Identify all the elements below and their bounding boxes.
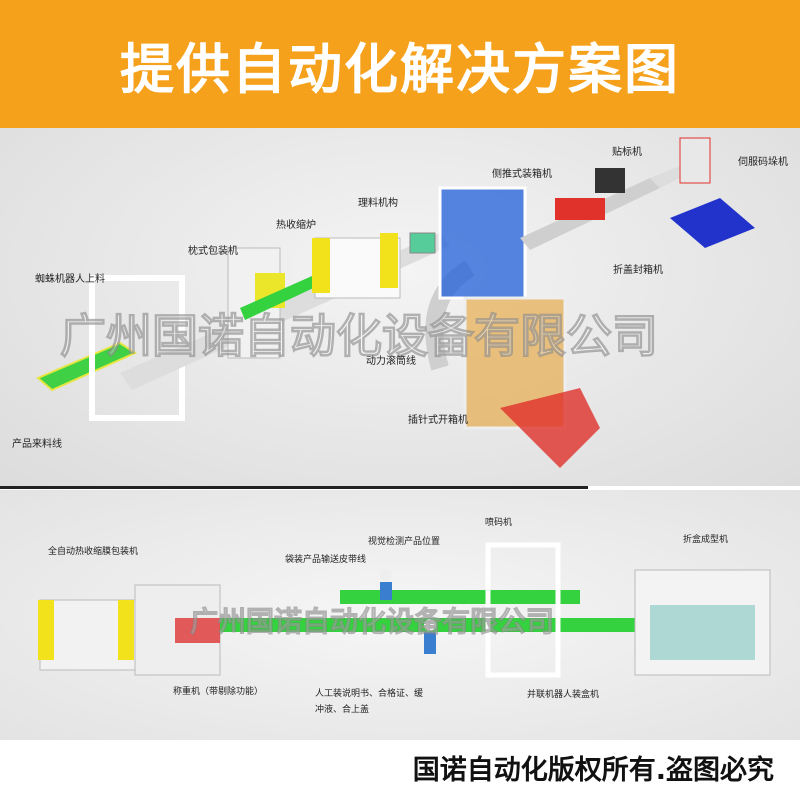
side-push-case-packer (438, 186, 527, 300)
shrink-tunnel-yellow-left (312, 238, 330, 293)
label-arranger: 理料机构 (358, 198, 398, 209)
bottom-line-diagram: 广州国诺自动化设备有限公司 全自动热收缩膜包装机 袋装产品输送皮带线 视觉检测产… (0, 490, 800, 740)
header-banner: 提供自动化解决方案图 (0, 0, 800, 128)
delta-robot-frame (485, 542, 561, 678)
servo-palletizer (679, 137, 711, 184)
bottom-line-illustration (38, 542, 771, 678)
label-shrink-tunnel: 热收缩炉 (276, 220, 316, 231)
worker-2 (424, 632, 436, 654)
label-roller-line: 动力滚筒线 (366, 356, 416, 367)
label-palletizer: 伺服码垛机 (738, 157, 788, 168)
carton-former-windows (650, 605, 755, 660)
label-infeed-line: 产品来料线 (12, 439, 62, 450)
labeler (595, 168, 625, 193)
label-side-push-packer: 侧推式装箱机 (492, 169, 552, 180)
yellow-panel-left (38, 600, 54, 660)
label-manual-1: 人工装说明书、合格证、缓 (315, 689, 424, 699)
label-manual-2: 冲液、合上盖 (315, 705, 370, 715)
top-line-illustration (36, 137, 755, 468)
case-erector-base (500, 388, 600, 468)
label-delta-robot: 并联机器人装盒机 (527, 690, 600, 700)
label-pillow-packer: 枕式包装机 (188, 246, 238, 257)
watermark-bottom: 广州国诺自动化设备有限公司 (189, 605, 555, 639)
yellow-panel-right (118, 600, 134, 660)
worker-2-head (424, 619, 436, 631)
upper-belt (340, 590, 580, 604)
label-checkweigher: 称重机（带剔除功能） (173, 687, 264, 697)
watermark: 广州国诺自动化设备有限公司 (60, 309, 659, 364)
label-carton-former: 折盒成型机 (683, 535, 729, 545)
label-spider-robot: 蜘蛛机器人上料 (35, 274, 105, 285)
label-case-sealer: 折盖封箱机 (613, 265, 663, 276)
label-vision: 视觉检测产品位置 (368, 537, 441, 547)
case-sealer (555, 198, 605, 220)
top-line-diagram: 广州国诺自动化设备有限公司 蜘蛛机器人上料 产品来料线 枕式包装机 热收缩炉 理… (0, 128, 800, 486)
section-divider (0, 486, 588, 489)
material-arranger (409, 232, 436, 254)
worker-1 (380, 582, 392, 600)
sealer-red-plate (175, 618, 220, 643)
label-case-erector: 插针式开箱机 (408, 415, 468, 426)
label-belt-line: 袋装产品输送皮带线 (285, 555, 367, 565)
copyright-footer: 国诺自动化版权所有.盗图必究 (412, 755, 774, 786)
packer-conveyor (240, 268, 335, 320)
pallet (670, 198, 755, 248)
page-title: 提供自动化解决方案图 (120, 37, 680, 101)
label-labeler: 贴标机 (612, 147, 642, 158)
label-shrink-wrapper: 全自动热收缩膜包装机 (48, 547, 139, 557)
shrink-tunnel-yellow-right (380, 233, 398, 288)
worker-1-head (380, 569, 392, 581)
label-inkjet: 喷码机 (485, 518, 513, 528)
